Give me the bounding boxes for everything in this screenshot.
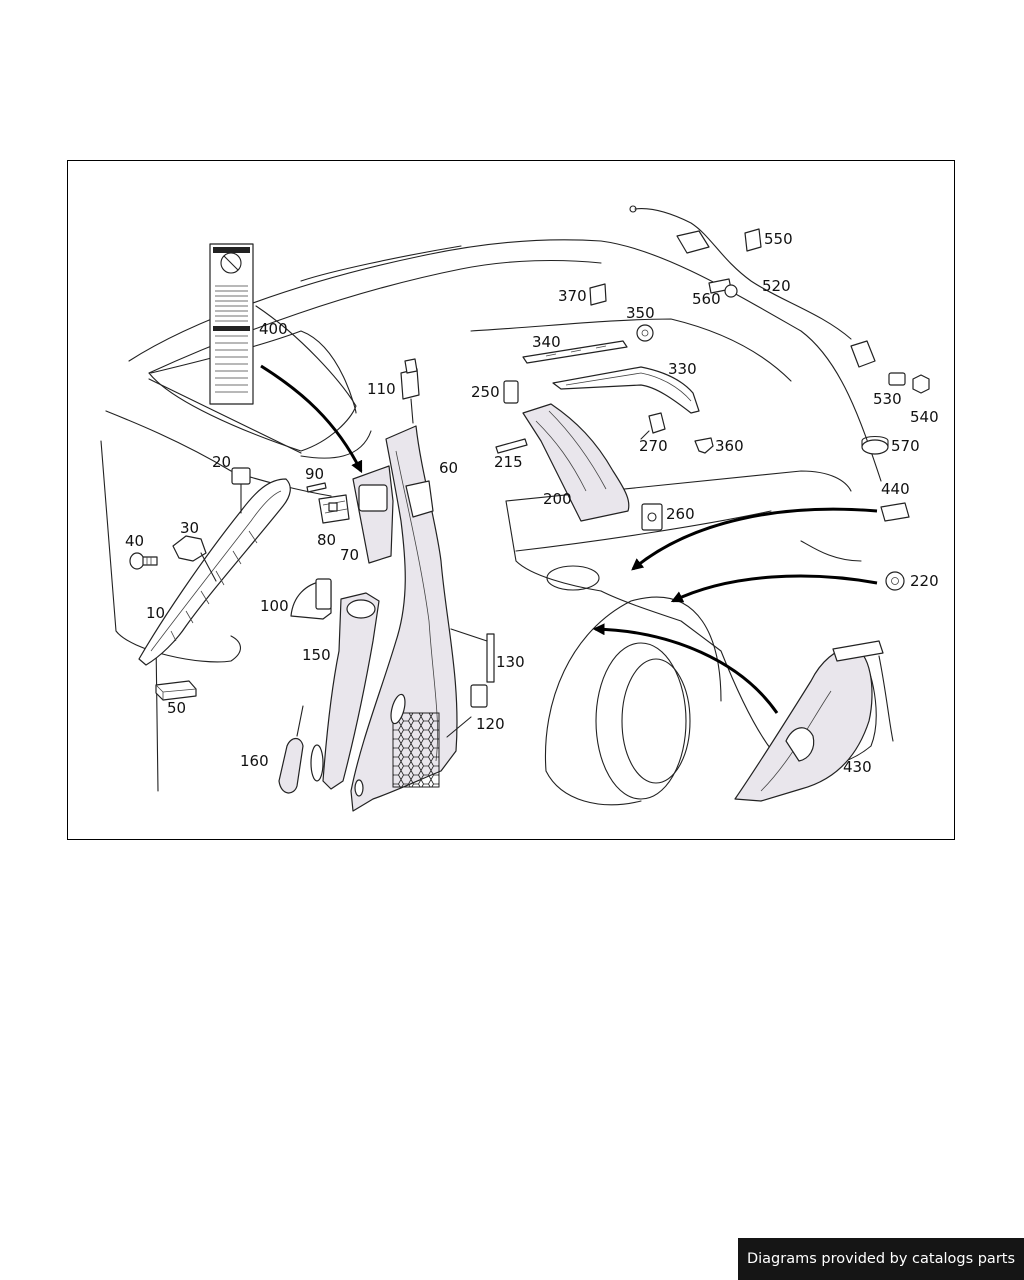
part-550-connector: [744, 228, 762, 252]
assembly-arrows: [260, 364, 878, 714]
callout-370: 370: [558, 287, 587, 305]
part-370-pad: [589, 283, 607, 306]
part-10-a-pillar-trim: [138, 478, 291, 666]
callout-160: 160: [240, 752, 269, 770]
part-110-bracket: [400, 358, 420, 424]
part-560-bolt: [708, 278, 738, 298]
callout-80: 80: [317, 531, 336, 549]
car-body-outline: [100, 239, 882, 806]
part-150-cover: [310, 592, 380, 790]
callout-10: 10: [146, 604, 165, 622]
part-570-ring: [861, 435, 889, 455]
part-220-grommet: [885, 571, 905, 591]
parts-diagram-frame: 10 20 30 40 50 60 70 80 90 100 110 120 1…: [67, 160, 955, 840]
callout-110: 110: [367, 380, 396, 398]
part-400-warning-label: [209, 243, 254, 405]
callout-530: 530: [873, 390, 902, 408]
part-40-screw: [129, 552, 158, 570]
callout-90: 90: [305, 465, 324, 483]
part-70-b-pillar-upper-trim: [352, 465, 394, 564]
callout-220: 220: [910, 572, 939, 590]
callout-440: 440: [881, 480, 910, 498]
part-340-trim-strip: [522, 340, 628, 364]
part-30-bracket: [172, 535, 217, 582]
part-430-rear-side-trim: [734, 640, 894, 802]
part-270-clip: [640, 412, 666, 440]
exploded-parts-diagram: 10 20 30 40 50 60 70 80 90 100 110 120 1…: [100, 205, 939, 812]
callout-560: 560: [692, 290, 721, 308]
callout-260: 260: [666, 505, 695, 523]
part-160-cover: [278, 705, 304, 794]
part-215-strip: [495, 438, 528, 454]
part-90-strip: [306, 482, 327, 493]
callout-550: 550: [764, 230, 793, 248]
part-350-grommet: [636, 324, 654, 342]
part-20-clip: [231, 467, 251, 514]
part-130-strip: [450, 628, 495, 683]
callout-200: 200: [543, 490, 572, 508]
callout-250: 250: [471, 383, 500, 401]
part-360-clip: [694, 437, 714, 454]
part-50-pad: [155, 680, 197, 701]
part-330-roof-trim: [552, 366, 700, 414]
part-440-pad: [880, 502, 910, 522]
callout-100: 100: [260, 597, 289, 615]
part-530-bolt: [888, 372, 906, 386]
callout-40: 40: [125, 532, 144, 550]
footer-attribution-banner: Diagrams provided by catalogs parts: [738, 1238, 1024, 1280]
callout-340: 340: [532, 333, 561, 351]
callout-570: 570: [891, 437, 920, 455]
callout-150: 150: [302, 646, 331, 664]
part-60-b-pillar-trim: [350, 425, 458, 812]
part-120-clip: [446, 684, 488, 738]
callout-430: 430: [843, 758, 872, 776]
part-260-clip: [641, 503, 663, 531]
footer-attribution-text: Diagrams provided by catalogs parts: [746, 1251, 1016, 1267]
callout-350: 350: [626, 304, 655, 322]
part-540-nut: [912, 374, 930, 394]
callout-540: 540: [910, 408, 939, 426]
callout-270: 270: [639, 437, 668, 455]
callout-20: 20: [212, 453, 231, 471]
callout-labels: 10 20 30 40 50 60 70 80 90 100 110 120 1…: [125, 230, 939, 776]
callout-330: 330: [668, 360, 697, 378]
callout-120: 120: [476, 715, 505, 733]
part-520-wiring-harness: [629, 205, 876, 368]
callout-70: 70: [340, 546, 359, 564]
callout-215: 215: [494, 453, 523, 471]
part-200-c-pillar-trim: [522, 403, 630, 522]
part-80-belt-adjuster: [318, 494, 350, 524]
part-250-clip: [503, 380, 519, 404]
callout-130: 130: [496, 653, 525, 671]
callout-60: 60: [439, 459, 458, 477]
callout-360: 360: [715, 437, 744, 455]
callout-50: 50: [167, 699, 186, 717]
callout-520: 520: [762, 277, 791, 295]
callout-30: 30: [180, 519, 199, 537]
callout-400: 400: [259, 320, 288, 338]
part-100-cover: [290, 578, 332, 620]
